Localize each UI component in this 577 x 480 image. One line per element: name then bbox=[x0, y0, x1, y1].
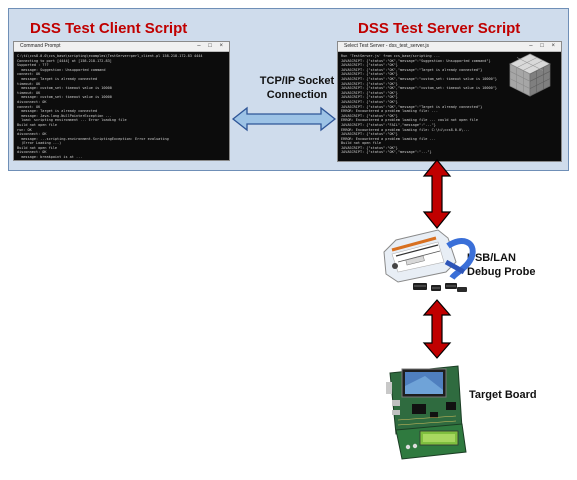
server-title: DSS Test Server Script bbox=[358, 20, 521, 37]
console-line: JAVASCRIPT: {"status":"OK"} bbox=[341, 99, 398, 104]
probe-label-line: USB/LAN bbox=[467, 252, 516, 264]
console-line: Run 'TestServer.js' from ccs_base/script… bbox=[341, 54, 441, 58]
console-line: JAVASCRIPT: {"status":"OK"} bbox=[341, 113, 398, 118]
console-line: JAVASCRIPT: {"status":"OK"} bbox=[341, 81, 398, 86]
console-line: JAVASCRIPT: {"status":"OK","message":"Su… bbox=[341, 58, 491, 63]
console-line: ERROR: Encountered a problem loading fil… bbox=[341, 118, 478, 123]
console-line: JAVASCRIPT: {"status":"OK"} bbox=[341, 132, 398, 137]
console-line: (Error Loading ...) bbox=[17, 141, 62, 146]
console-line: message: breakpoint is at ... bbox=[17, 155, 83, 160]
window-controls-icon: – □ × bbox=[529, 43, 558, 49]
console-line: JAVASCRIPT: {"status":"OK","message":"Ta… bbox=[341, 104, 483, 109]
console-line: Build not open file bbox=[341, 141, 382, 146]
console-line: timeout: OK bbox=[17, 81, 41, 86]
console-line: removeAllBreakpoints: OK bbox=[17, 160, 226, 161]
console-line: message: Target is already connected bbox=[17, 76, 98, 81]
console-line: Build not open file bbox=[17, 145, 58, 150]
console-line: Supported : ??? bbox=[17, 63, 49, 68]
console-line: JAVASCRIPT: {"status":"OK","message":"cu… bbox=[341, 86, 497, 91]
client-console-output: C:\ti\ccs8.0.0\ccs_base\scripting\exampl… bbox=[14, 52, 229, 161]
console-line: JAVASCRIPT: {"status":"OK","message":"Ta… bbox=[341, 67, 483, 72]
console-line: timeout: OK bbox=[17, 90, 41, 95]
console-line: message: custom_set: timeout value is 10… bbox=[17, 86, 112, 91]
console-line: JAVASCRIPT: {"status":"OK","message":"..… bbox=[341, 150, 432, 155]
console-line: message: custom_set: timeout value is 10… bbox=[17, 95, 112, 100]
probe-label: USB/LAN Debug Probe bbox=[467, 251, 535, 279]
console-line: disconnect: OK bbox=[17, 99, 47, 104]
connection-label-line: TCP/IP Socket bbox=[259, 75, 335, 87]
console-line: ERROR: Encountered a problem loading fil… bbox=[341, 109, 438, 114]
console-line: disconnect: OK bbox=[17, 132, 47, 137]
console-line: message: Target is already connected bbox=[17, 109, 98, 114]
server-console-output: Run 'TestServer.js' from ccs_base/script… bbox=[338, 52, 561, 157]
probe-board-double-arrow bbox=[422, 299, 452, 359]
probe-label-line: Debug Probe bbox=[467, 266, 536, 278]
console-line: message: ...scripting.environment.Script… bbox=[17, 136, 169, 141]
client-window-title: Command Prompt bbox=[20, 43, 61, 49]
tcpip-double-arrow bbox=[231, 106, 337, 132]
console-line: load: scripting environment ... Error lo… bbox=[17, 118, 127, 123]
console-line: JAVASCRIPT: {"status":"OK"} bbox=[341, 95, 398, 100]
console-line: JAVASCRIPT: {"status":"OK"} bbox=[341, 72, 398, 77]
console-line: Connecting to port [4444] at [158.218.17… bbox=[17, 58, 112, 63]
console-line: message: Suggestion: Unsupported command bbox=[17, 67, 106, 72]
debug-probe-icon bbox=[383, 229, 476, 292]
window-controls-icon: – □ × bbox=[197, 43, 226, 49]
server-console-titlebar: Select Test Server - dss_test_server.js … bbox=[338, 42, 561, 52]
console-line: JAVASCRIPT: {"status":"OK"} bbox=[341, 145, 398, 150]
console-line: Build not open file bbox=[17, 122, 58, 127]
server-console-window: Select Test Server - dss_test_server.js … bbox=[337, 41, 562, 162]
console-line: C:\ti\ccs8.0.0\ccs_base\scripting\exampl… bbox=[17, 54, 203, 58]
server-window-title: Select Test Server - dss_test_server.js bbox=[344, 43, 429, 49]
console-line: JAVASCRIPT: {"status":"OK"} bbox=[341, 90, 398, 95]
console-line: ERROR: Encountered a problem loading fil… bbox=[341, 127, 470, 132]
console-line: run: OK bbox=[17, 127, 32, 132]
connection-label-line: Connection bbox=[266, 89, 328, 101]
console-line: message: Java.lang.NullPointerException … bbox=[17, 113, 112, 118]
client-title: DSS Test Client Script bbox=[30, 20, 188, 37]
console-line: JAVASCRIPT: {"status":"OK","message":"cu… bbox=[341, 76, 497, 81]
console-line: ERROR: Encountered a problem loading fil… bbox=[341, 136, 436, 141]
target-board-icon bbox=[386, 365, 467, 460]
client-console-titlebar: Command Prompt – □ × bbox=[14, 42, 229, 52]
console-line: JAVASCRIPT: {"status":"OK"} bbox=[341, 63, 398, 68]
console-line: connect: OK bbox=[17, 104, 41, 109]
server-probe-double-arrow bbox=[422, 159, 452, 229]
console-line: JAVASCRIPT: {"status":"FAIL","message":"… bbox=[341, 122, 436, 127]
board-label: Target Board bbox=[469, 389, 537, 401]
console-line: connect: OK bbox=[17, 72, 41, 77]
cube-logo-icon bbox=[509, 53, 551, 97]
client-console-window: Command Prompt – □ × C:\ti\ccs8.0.0\ccs_… bbox=[13, 41, 230, 161]
console-line: disconnect: OK bbox=[17, 150, 47, 155]
connection-label: TCP/IP Socket Connection bbox=[254, 74, 340, 102]
